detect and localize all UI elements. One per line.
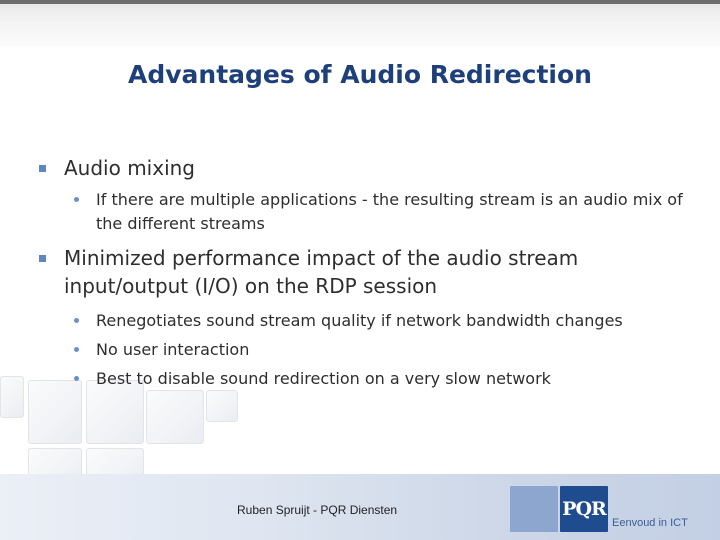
logo-square <box>510 486 558 532</box>
bullet-level2: Best to disable sound redirection on a v… <box>38 364 698 393</box>
bullet-text: Minimized performance impact of the audi… <box>64 246 579 298</box>
bullet-level2: No user interaction <box>38 335 698 364</box>
bullet-level2: Renegotiates sound stream quality if net… <box>38 306 698 335</box>
company-tagline: Eenvoud in ICT <box>612 517 688 529</box>
decor-tile <box>28 380 82 444</box>
decor-tile <box>146 390 204 444</box>
slide-title: Advantages of Audio Redirection <box>128 60 592 89</box>
decor-tile <box>86 380 144 444</box>
top-border <box>0 0 720 4</box>
square-bullet-icon <box>39 165 46 172</box>
bullet-level1: Audio mixing <box>38 154 698 182</box>
pqr-logo: PQR <box>560 486 608 532</box>
round-bullet-icon <box>74 376 79 381</box>
slide-body: Audio mixing If there are multiple appli… <box>38 154 698 401</box>
subbullet-text: Renegotiates sound stream quality if net… <box>96 311 623 330</box>
decor-tile <box>0 376 24 418</box>
subbullet-text: If there are multiple applications - the… <box>96 190 683 233</box>
round-bullet-icon <box>74 347 79 352</box>
subbullet-list: Renegotiates sound stream quality if net… <box>38 306 698 393</box>
round-bullet-icon <box>74 318 79 323</box>
bullet-level2: If there are multiple applications - the… <box>38 188 698 236</box>
presenter-credit: Ruben Spruijt - PQR Diensten <box>237 503 398 517</box>
subbullet-text: No user interaction <box>96 340 250 359</box>
header-band <box>0 4 720 46</box>
round-bullet-icon <box>74 197 79 202</box>
subbullet-text: Best to disable sound redirection on a v… <box>96 369 551 388</box>
subbullet-list: If there are multiple applications - the… <box>38 188 698 236</box>
bullet-text: Audio mixing <box>64 156 196 180</box>
bullet-level1: Minimized performance impact of the audi… <box>38 244 698 300</box>
decor-tile <box>206 390 238 422</box>
square-bullet-icon <box>39 255 46 262</box>
